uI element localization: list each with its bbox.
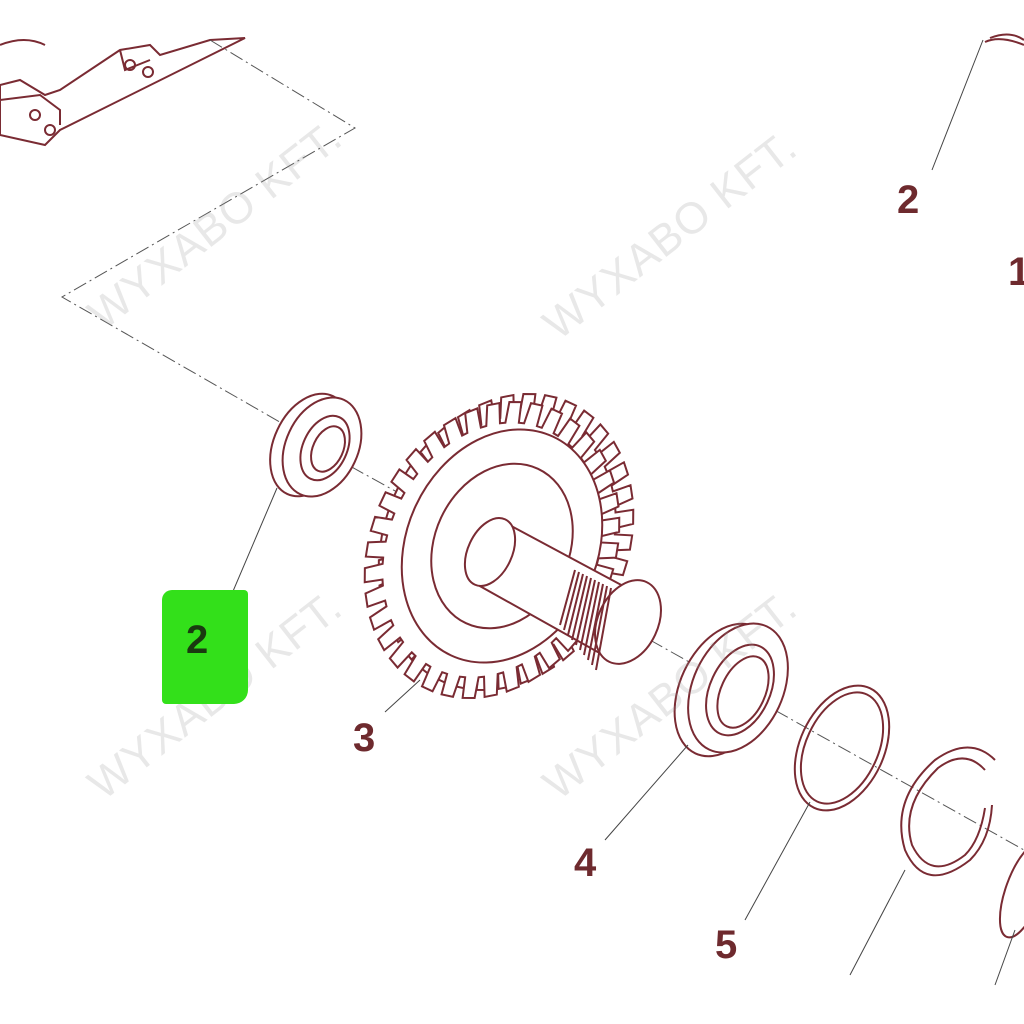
callout-5[interactable]: 5 [715, 923, 738, 967]
circlip [900, 746, 996, 877]
housing-fragment [0, 37, 246, 147]
spline-end [594, 579, 662, 665]
shaft-end [463, 517, 517, 587]
highlight-box[interactable] [162, 590, 248, 704]
spline-line [559, 569, 576, 626]
spline-line [579, 579, 596, 651]
retaining-ring [793, 684, 891, 812]
callout-4[interactable]: 4 [574, 841, 597, 885]
spline-line [575, 577, 592, 646]
spline-line [567, 573, 584, 636]
bearing-right [673, 622, 789, 758]
spline-line [587, 583, 604, 661]
spline-line [591, 585, 608, 666]
spline-line [595, 587, 612, 671]
callout-2-highlighted[interactable]: 2 [186, 618, 209, 662]
spline-line [583, 581, 600, 656]
spline-line [571, 575, 588, 641]
spline-line [563, 571, 580, 631]
callout-2-top-right[interactable]: 2 [897, 178, 920, 222]
callout-3[interactable]: 3 [353, 716, 376, 760]
gear-shaft [363, 393, 662, 699]
bearing-left [269, 392, 363, 498]
callout-1-partial[interactable]: 1 [1008, 250, 1024, 294]
